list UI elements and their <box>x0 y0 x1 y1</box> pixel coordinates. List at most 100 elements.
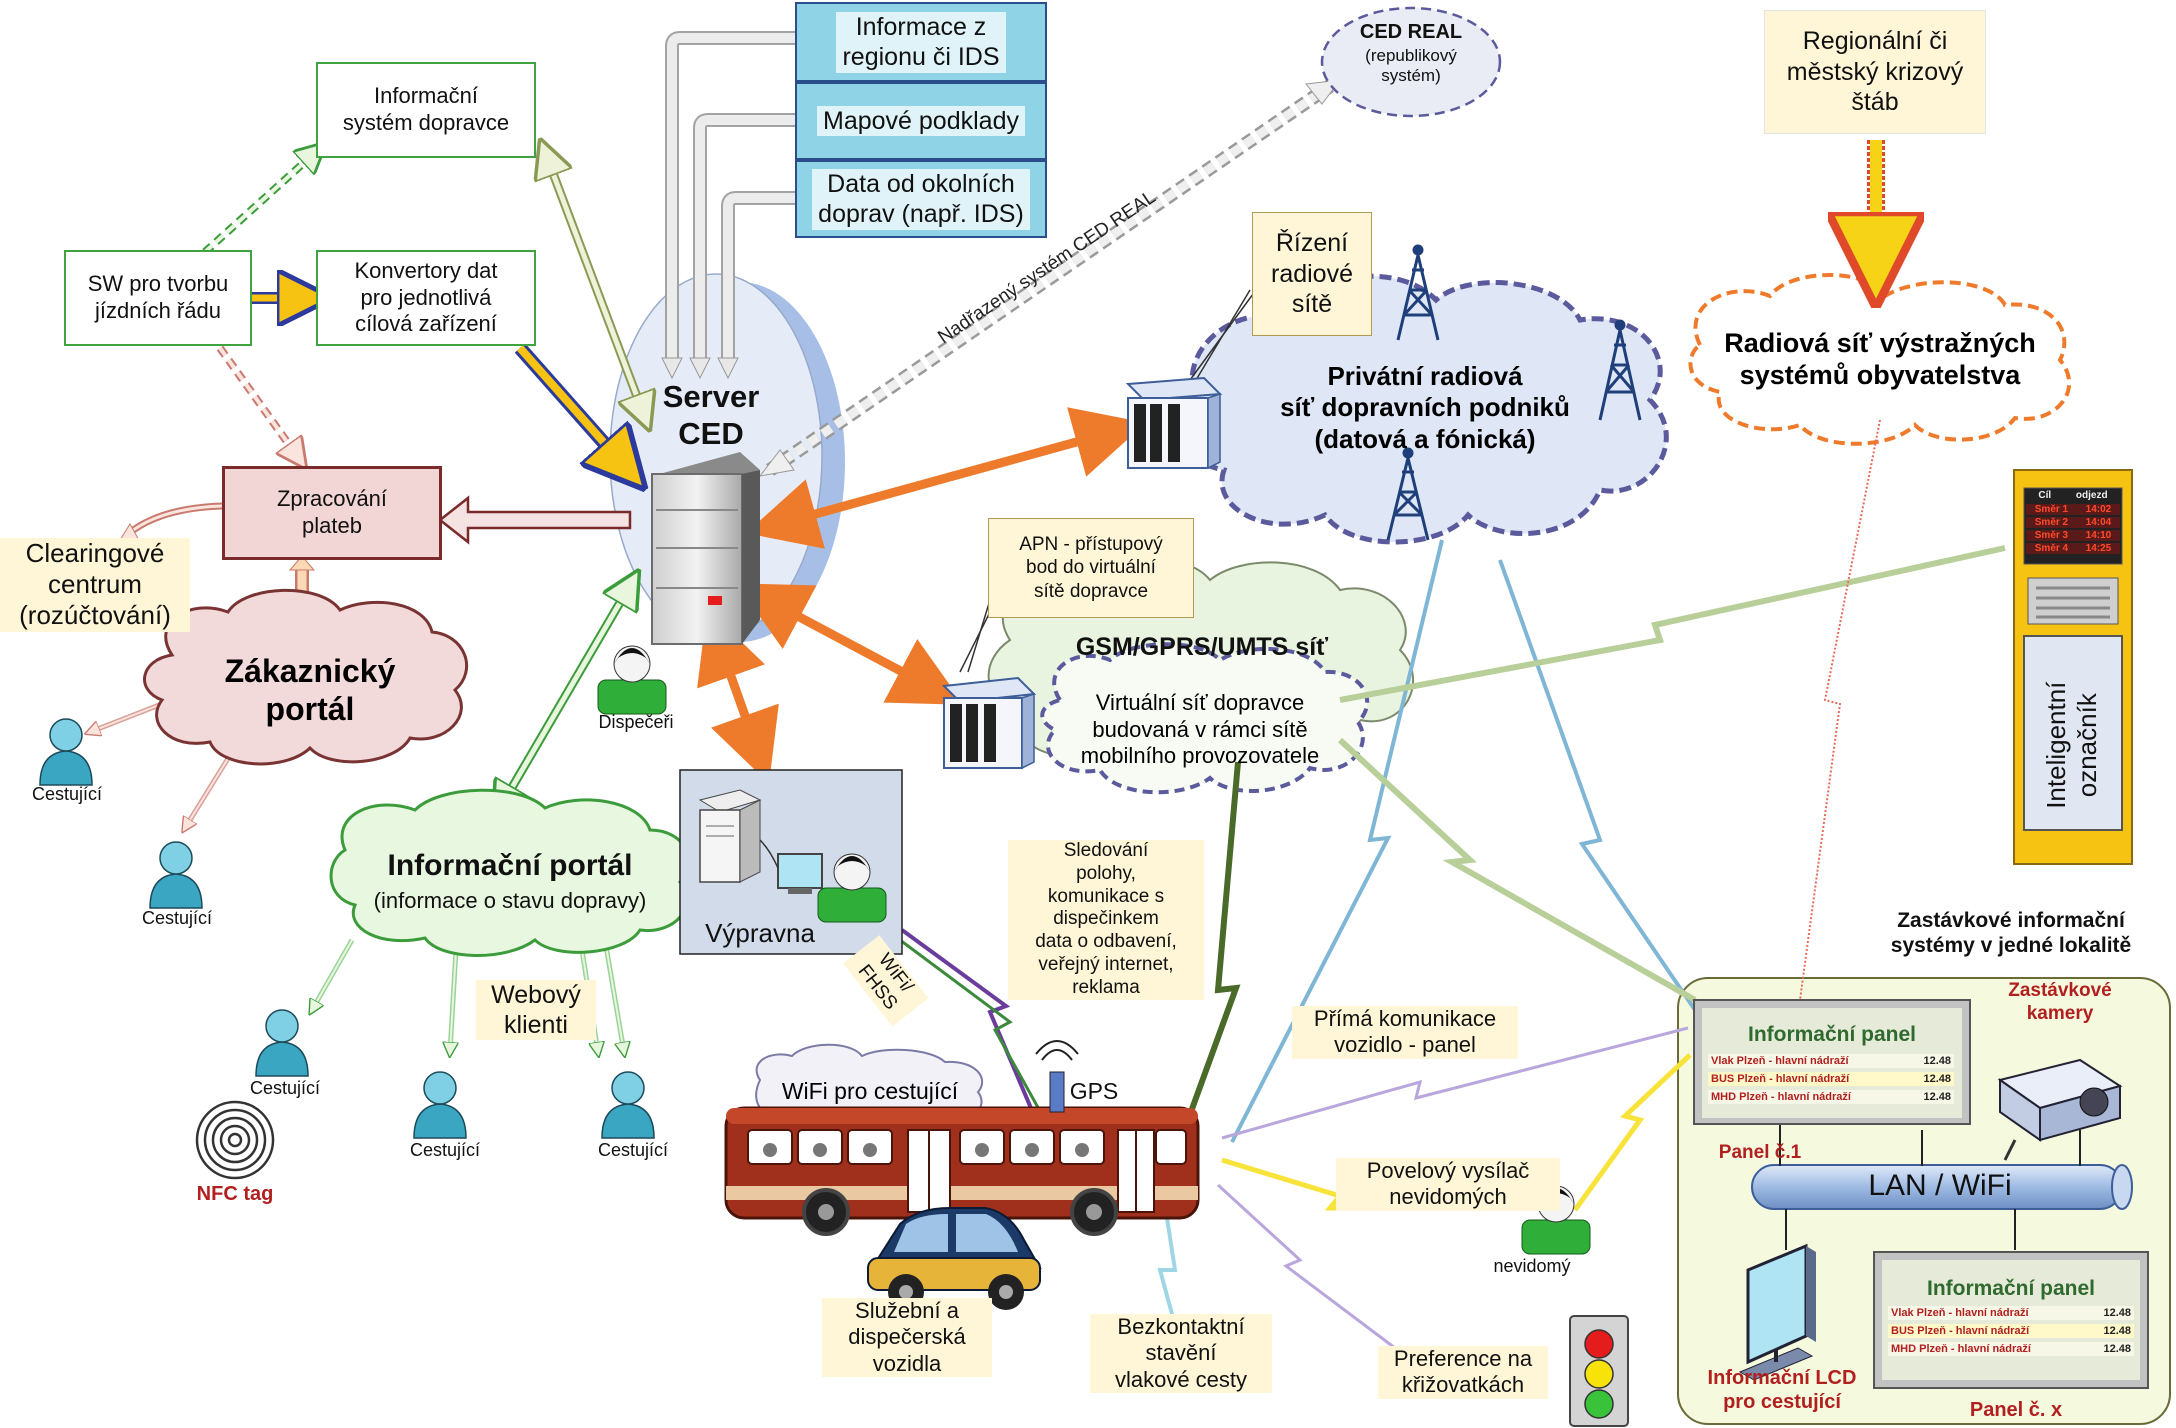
info-portal-title: Informační portál <box>387 849 633 882</box>
panel-row: MHD Plzeň - hlavní nádraží 12.48 <box>1708 1090 1954 1104</box>
tracking-label: Sledování polohy, komunikace s dispečink… <box>1008 840 1204 1000</box>
crisis-box: Regionální či městský krizový štáb <box>1764 10 1986 134</box>
sign-row: Směr 1 14:02 <box>2026 504 2120 515</box>
panel1-label: Panel č.1 <box>1718 1142 1802 1163</box>
blind-transmitter-label: Povelový vysílač nevidomých <box>1336 1158 1560 1211</box>
other-transport-label: Data od okolních doprav (např. IDS) <box>812 168 1030 230</box>
sign-row: Směr 2 14:04 <box>2026 517 2120 528</box>
web-clients-label: Webový klienti <box>476 980 596 1040</box>
apn-label: APN - přístupový bod do virtuální sítě d… <box>1019 534 1163 602</box>
direct-comm-label: Přímá komunikace vozidlo - panel <box>1292 1006 1518 1059</box>
tower-icon <box>1386 447 1430 541</box>
maps-label: Mapové podklady <box>817 105 1025 137</box>
panel-row-destination: BUS Plzeň - hlavní nádraží <box>1711 1073 1850 1085</box>
dispatchers-label: Dispečeři <box>598 712 674 732</box>
dispatcher-icon <box>817 853 887 923</box>
sign-row-dest: Směr 1 <box>2034 504 2069 515</box>
panel-row: MHD Plzeň - hlavní nádraží 12.48 <box>1888 1342 2134 1356</box>
gps-label: GPS <box>1069 1078 1119 1104</box>
panel-row-time: 12.48 <box>2103 1343 2131 1355</box>
converters-box: Konvertory dat pro jednotlivá cílová zař… <box>316 250 536 346</box>
crossroad-pref-label: Preference na křižovatkách <box>1378 1346 1548 1399</box>
passenger-label: Cestující <box>409 1140 481 1160</box>
router-icon <box>1125 376 1223 470</box>
operator-is-label: Informační systém dopravce <box>342 83 510 135</box>
payments-label: Zpracování plateb <box>276 486 388 538</box>
person-icon <box>149 841 203 909</box>
workstation-icon <box>698 789 823 894</box>
person-icon <box>413 1071 467 1139</box>
nfc-icon <box>195 1100 275 1180</box>
person-icon <box>39 718 93 786</box>
panel-row-destination: Vlak Plzeň - hlavní nádraží <box>1711 1055 1849 1067</box>
panel-row-destination: MHD Plzeň - hlavní nádraží <box>1711 1091 1851 1103</box>
nfc-label: NFC tag <box>196 1183 274 1205</box>
lcd-label: Informační LCD pro cestující <box>1707 1367 1857 1413</box>
crisis-label: Regionální či městský krizový štáb <box>1786 27 1964 117</box>
panel-row-destination: MHD Plzeň - hlavní nádraží <box>1891 1343 2031 1355</box>
sign-row-dest: Směr 3 <box>2034 530 2069 541</box>
radio-control-box: Řízení radiové sítě <box>1252 212 1372 336</box>
sign-header-dest: Cíl <box>2038 490 2052 501</box>
traffic-light-icon <box>1569 1315 1629 1427</box>
tower-icon <box>1598 319 1642 421</box>
intelligent-sign-label: Inteligentní označník <box>2040 681 2102 809</box>
radio-control-label: Řízení radiové sítě <box>1271 229 1353 319</box>
virtual-net-label: Virtuální síť dopravce budovaná v rámci … <box>1080 690 1320 769</box>
person-icon <box>255 1009 309 1077</box>
tower-icon <box>1396 244 1440 341</box>
blind-label: nevidomý <box>1493 1256 1571 1276</box>
info-panel-1-title: Informační panel <box>1747 1023 1917 1046</box>
other-transport-box: Data od okolních doprav (např. IDS) <box>795 160 1047 238</box>
sign-row-time: 14:10 <box>2085 530 2112 541</box>
sign-header: Cíl odjezd <box>2026 490 2120 501</box>
sign-row-time: 14:25 <box>2085 543 2112 554</box>
bus-icon <box>724 1106 1200 1236</box>
passenger-label: Cestující <box>597 1140 669 1160</box>
sign-row-time: 14:02 <box>2085 504 2112 515</box>
converters-label: Konvertory dat pro jednotlivá cílová zař… <box>354 257 498 337</box>
stop-cameras-label: Zastávkové kamery <box>2008 980 2112 1024</box>
ced-real-sub: (republikový systém) <box>1365 46 1457 86</box>
panel-row: Vlak Plzeň - hlavní nádraží 12.48 <box>1708 1054 1954 1068</box>
sign-row-time: 14:04 <box>2085 517 2112 528</box>
private-radio-label: Privátní radiová síť dopravních podniků … <box>1280 361 1570 454</box>
panel-row-time: 12.48 <box>1923 1091 1951 1103</box>
ids-info-label: Informace z regionu či IDS <box>836 11 1006 73</box>
sw-timetable-label: SW pro tvorbu jízdních řádu <box>87 271 229 323</box>
sign-header-time: odjezd <box>2075 490 2108 501</box>
car-icon <box>867 1207 1042 1310</box>
contactless-label: Bezkontaktní stavění vlakové cesty <box>1090 1314 1272 1394</box>
info-panel-x-frame <box>1873 1251 2149 1389</box>
info-portal-sub: (informace o stavu dopravy) <box>373 888 647 913</box>
apn-box: APN - přístupový bod do virtuální sítě d… <box>988 518 1194 618</box>
server-icon <box>651 452 760 645</box>
gsm-label: GSM/GPRS/UMTS síť <box>1075 633 1329 661</box>
server-label: Server CED <box>662 379 760 452</box>
ids-info-box: Informace z regionu či IDS <box>795 2 1047 82</box>
service-vehicles-label: Služební a dispečerská vozidla <box>822 1298 992 1378</box>
dispatcher-icon <box>597 645 667 715</box>
panel-row-destination: Vlak Plzeň - hlavní nádraží <box>1891 1307 2029 1319</box>
payments-box: Zpracování plateb <box>222 466 442 560</box>
camera-icon <box>1997 1058 2123 1161</box>
panel-row: BUS Plzeň - hlavní nádraží 12.48 <box>1708 1072 1954 1086</box>
panel-row-time: 12.48 <box>1923 1073 1951 1085</box>
info-panel-x-title: Informační panel <box>1926 1277 2096 1300</box>
sign-row-dest: Směr 2 <box>2034 517 2069 528</box>
wifi-passengers-label: WiFi pro cestující <box>781 1078 959 1105</box>
gps-antenna-icon <box>1035 1040 1079 1113</box>
operator-is-box: Informační systém dopravce <box>316 62 536 158</box>
panel-row-time: 12.48 <box>1923 1055 1951 1067</box>
clearing-label: Clearingové centrum (rozúčtování) <box>0 538 190 632</box>
panel-row-time: 12.48 <box>2103 1325 2131 1337</box>
passenger-label: Cestující <box>31 784 103 804</box>
sw-timetable-box: SW pro tvorbu jízdních řádu <box>64 250 252 346</box>
lan-wifi-label: LAN / WiFi <box>1868 1169 2012 1202</box>
